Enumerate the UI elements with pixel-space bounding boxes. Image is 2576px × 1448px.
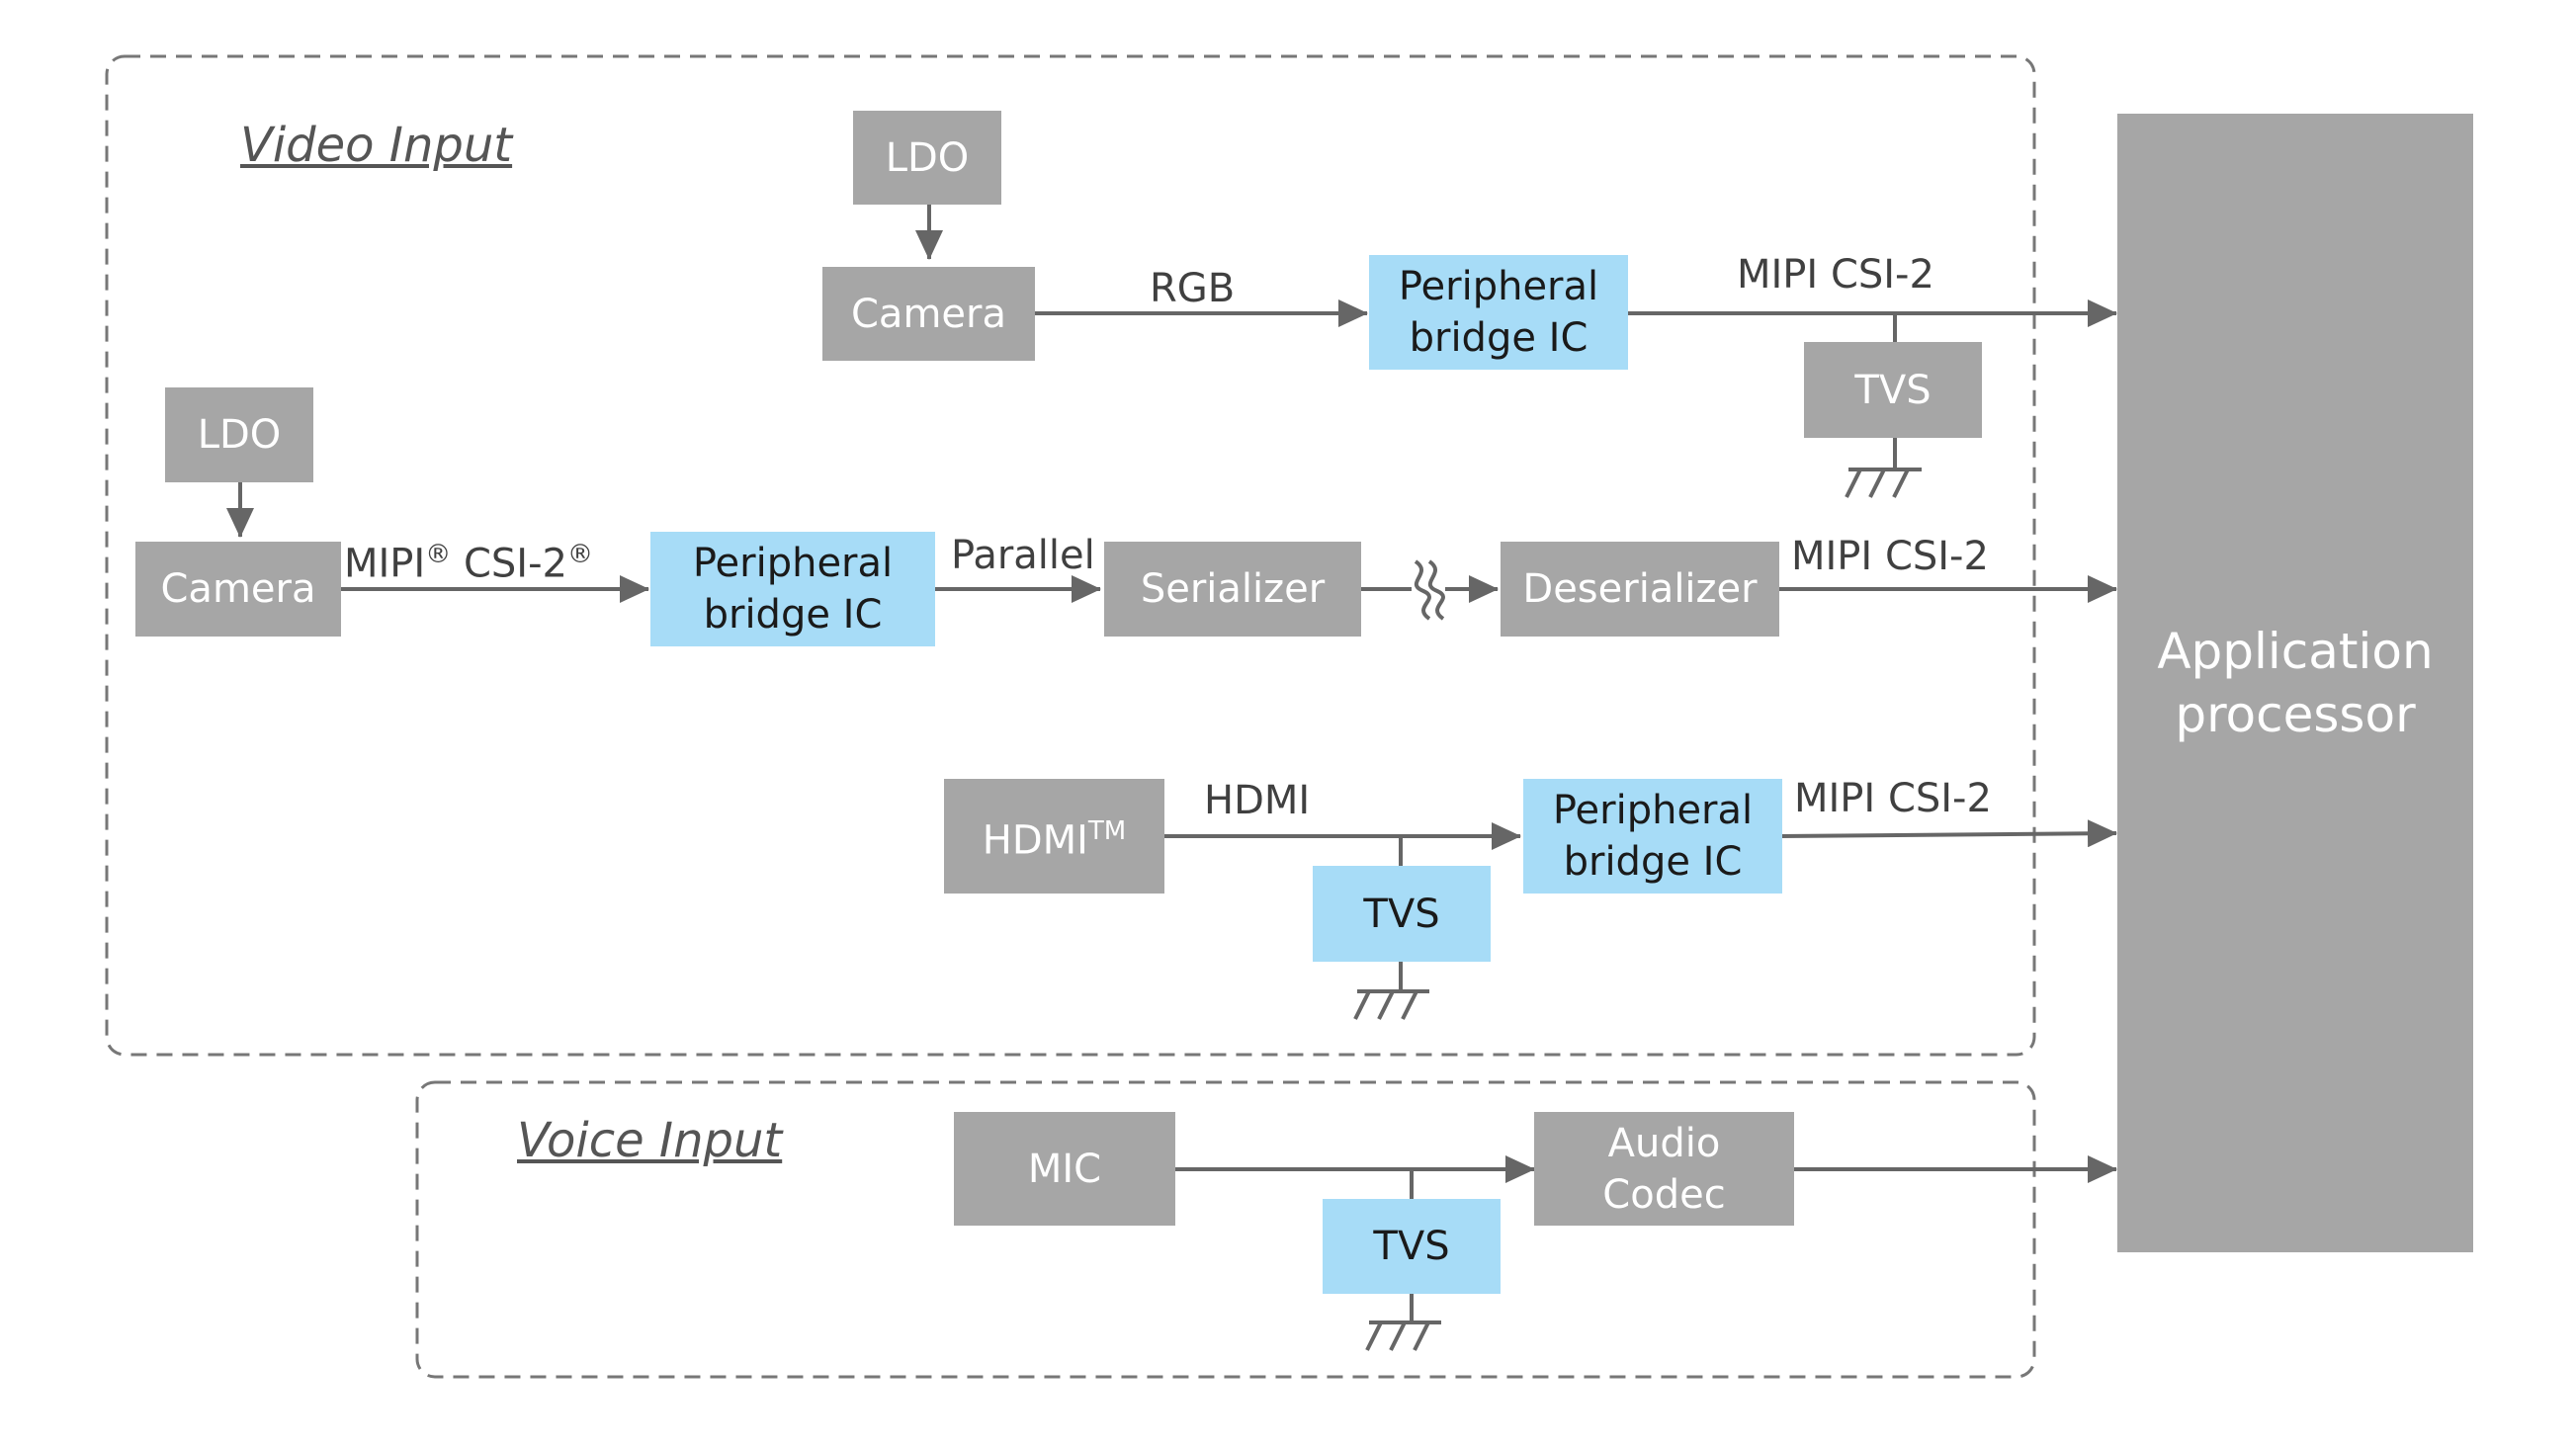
tvs-top-block: TVS bbox=[1804, 342, 1982, 438]
video-input-border bbox=[105, 54, 2036, 1057]
tvs-top-label: TVS bbox=[1854, 367, 1932, 413]
voice-input-border bbox=[415, 1080, 2036, 1379]
camera-mid-label: Camera bbox=[160, 566, 316, 612]
peripheral-bridge-top-line1: Peripheral bbox=[1398, 264, 1599, 309]
deserializer-label: Deserializer bbox=[1522, 566, 1758, 612]
registered-mark-b: ® bbox=[566, 540, 593, 569]
tvs-hdmi-label: TVS bbox=[1363, 891, 1440, 937]
video-input-title: Video Input bbox=[240, 118, 513, 173]
peripheral-bridge-mid-block: Peripheral bridge IC bbox=[650, 532, 935, 646]
mipi-hdmi-label: MIPI CSI-2 bbox=[1794, 776, 1992, 821]
hdmi-tm-mark: TM bbox=[1087, 816, 1127, 847]
peripheral-bridge-mid-line1: Peripheral bbox=[692, 541, 894, 586]
application-processor-block: Application processor bbox=[2117, 114, 2473, 1252]
peripheral-bridge-hdmi-line2: bridge IC bbox=[1563, 839, 1743, 885]
mipi-deser-label: MIPI CSI-2 bbox=[1791, 534, 1989, 579]
ldo-mid-label: LDO bbox=[197, 412, 282, 458]
deserializer-block: Deserializer bbox=[1501, 542, 1779, 637]
serializer-block: Serializer bbox=[1104, 542, 1361, 637]
serial-link-wave bbox=[1414, 559, 1431, 621]
tvs-mic-label: TVS bbox=[1373, 1224, 1450, 1269]
mic-block: MIC bbox=[954, 1112, 1175, 1226]
mipi-top-label: MIPI CSI-2 bbox=[1737, 252, 1934, 298]
peripheral-bridge-mid-line2: bridge IC bbox=[703, 592, 883, 638]
tvs-mic-block: TVS bbox=[1323, 1199, 1501, 1294]
rgb-label: RGB bbox=[1150, 266, 1236, 311]
mipi-camera-label-a: MIPI bbox=[344, 541, 426, 587]
ldo-top-label: LDO bbox=[885, 134, 970, 181]
registered-mark-a: ® bbox=[425, 540, 452, 569]
application-processor-line1: Application bbox=[2157, 623, 2434, 680]
camera-top-block: Camera bbox=[822, 267, 1035, 361]
ldo-top-block: LDO bbox=[853, 111, 1001, 205]
audio-codec-block: Audio Codec bbox=[1534, 1112, 1794, 1226]
hdmi-label: HDMITM bbox=[983, 806, 1127, 866]
camera-top-label: Camera bbox=[851, 291, 1006, 337]
peripheral-bridge-hdmi-block: Peripheral bridge IC bbox=[1523, 779, 1782, 894]
audio-codec-line2: Codec bbox=[1602, 1171, 1726, 1218]
ldo-mid-block: LDO bbox=[165, 387, 313, 482]
peripheral-bridge-top-line2: bridge IC bbox=[1409, 315, 1589, 361]
parallel-label: Parallel bbox=[951, 533, 1095, 578]
mic-label: MIC bbox=[1027, 1146, 1102, 1192]
serializer-label: Serializer bbox=[1140, 566, 1326, 612]
audio-codec-line1: Audio bbox=[1607, 1120, 1721, 1166]
mipi-hdmi-arrow bbox=[1779, 819, 2117, 848]
hdmi-label-text: HDMI bbox=[982, 817, 1088, 864]
hdmi-signal-label: HDMI bbox=[1204, 778, 1311, 823]
voice-input-title: Voice Input bbox=[517, 1113, 783, 1168]
application-processor-line2: processor bbox=[2175, 686, 2416, 743]
mipi-camera-label-b: CSI-2 bbox=[463, 541, 567, 587]
peripheral-bridge-hdmi-line1: Peripheral bbox=[1552, 788, 1754, 833]
peripheral-bridge-top-block: Peripheral bridge IC bbox=[1369, 255, 1628, 370]
hdmi-block: HDMITM bbox=[944, 779, 1164, 894]
tvs-hdmi-block: TVS bbox=[1313, 866, 1491, 962]
camera-mid-block: Camera bbox=[135, 542, 341, 637]
mipi-camera-label: MIPI® CSI-2® bbox=[344, 542, 593, 583]
